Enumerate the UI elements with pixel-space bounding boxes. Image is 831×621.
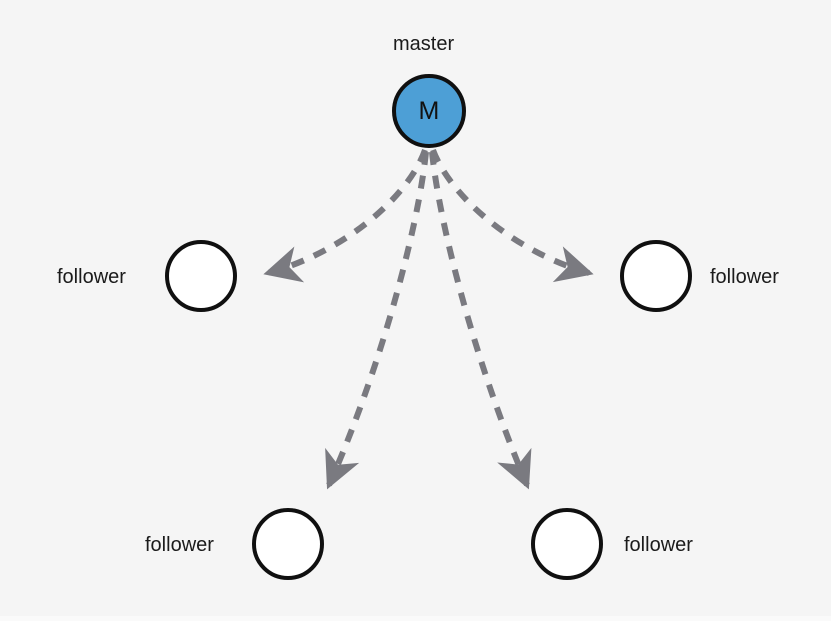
canvas-bottom-strip: [0, 616, 831, 621]
node-follower-bottom-left[interactable]: [252, 508, 324, 580]
node-label-master: master: [393, 33, 455, 55]
node-label-follower-bottom-left: follower: [145, 534, 214, 556]
node-follower-bottom-right[interactable]: [531, 508, 603, 580]
edge-master-to-follower-right: [430, 148, 594, 283]
node-master-text: M: [418, 96, 440, 125]
node-follower-right[interactable]: [620, 240, 692, 312]
node-label-follower-bottom-right: follower: [624, 534, 693, 556]
node-follower-left[interactable]: [165, 240, 237, 312]
node-master[interactable]: M: [392, 74, 466, 148]
edge-master-to-follower-bottom-right: [429, 151, 532, 490]
edge-master-to-follower-left: [263, 148, 428, 283]
node-label-follower-left: follower: [57, 266, 126, 288]
node-label-follower-right: follower: [710, 266, 779, 288]
edge-master-to-follower-bottom-left: [325, 151, 429, 490]
